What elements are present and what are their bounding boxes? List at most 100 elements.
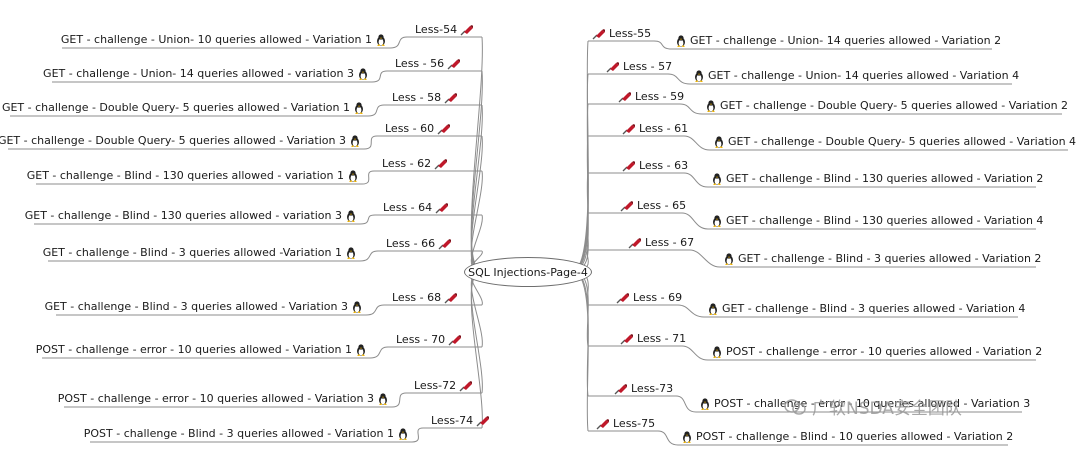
challenge-leaf-left-3[interactable]: GET - challenge - Double Query- 5 querie…	[2, 101, 364, 114]
wechat-icon	[784, 398, 806, 415]
challenge-leaf-left-8[interactable]: GET - challenge - Blind - 3 queries allo…	[45, 300, 362, 313]
linux-tux-icon	[346, 246, 356, 259]
lesson-label: Less - 71	[637, 332, 687, 345]
challenge-leaf-left-2[interactable]: GET - challenge - Union- 14 queries allo…	[43, 67, 368, 80]
challenge-label: GET - challenge - Blind - 3 queries allo…	[44, 300, 348, 313]
lesson-node-left-5[interactable]: Less - 62	[382, 157, 448, 170]
challenge-leaf-right-8[interactable]: GET - challenge - Blind - 3 queries allo…	[708, 302, 1025, 315]
lesson-node-right-5[interactable]: Less - 63	[622, 159, 688, 172]
challenge-label: POST - challenge - error - 10 queries al…	[57, 392, 374, 405]
central-topic-label: SQL Injections-Page-4	[468, 265, 588, 279]
lesson-node-left-2[interactable]: Less - 56	[395, 57, 461, 70]
linux-tux-icon	[682, 430, 692, 443]
challenge-leaf-left-5[interactable]: GET - challenge - Blind - 130 queries al…	[27, 169, 358, 182]
challenge-label: GET - challenge - Blind - 3 queries allo…	[738, 252, 1042, 265]
linux-tux-icon	[712, 345, 722, 358]
lesson-node-right-4[interactable]: Less - 61	[622, 122, 688, 135]
lesson-label: Less - 62	[382, 157, 432, 170]
challenge-leaf-right-11[interactable]: POST - challenge - Blind - 10 queries al…	[682, 430, 1013, 443]
watermark: 广软NSDA安全团队	[784, 394, 962, 419]
lesson-node-left-7[interactable]: Less - 66	[386, 237, 452, 250]
challenge-label: GET - challenge - Blind - 130 queries al…	[24, 209, 342, 222]
lesson-label: Less - 65	[637, 199, 687, 212]
lesson-node-left-6[interactable]: Less - 64	[383, 201, 449, 214]
challenge-leaf-right-7[interactable]: GET - challenge - Blind - 3 queries allo…	[724, 252, 1041, 265]
lesson-node-right-1[interactable]: Less-55	[592, 27, 651, 40]
challenge-label: GET - challenge - Union- 14 queries allo…	[43, 67, 354, 80]
watermark-text: 广软NSDA安全团队	[812, 399, 962, 419]
pin-icon	[438, 238, 452, 250]
lesson-label: Less - 57	[623, 60, 673, 73]
challenge-leaf-left-1[interactable]: GET - challenge - Union- 10 queries allo…	[61, 33, 386, 46]
lesson-label: Less - 56	[395, 57, 445, 70]
linux-tux-icon	[694, 69, 704, 82]
lesson-node-right-8[interactable]: Less - 69	[616, 291, 682, 304]
linux-tux-icon	[358, 67, 368, 80]
pin-icon	[447, 58, 461, 70]
lesson-node-left-11[interactable]: Less-74	[431, 414, 490, 427]
challenge-leaf-right-4[interactable]: GET - challenge - Double Query- 5 querie…	[714, 135, 1076, 148]
lesson-node-left-10[interactable]: Less-72	[414, 379, 473, 392]
lesson-node-right-11[interactable]: Less-75	[596, 417, 655, 430]
lesson-label: Less-54	[415, 23, 458, 36]
lesson-label: Less-75	[613, 417, 656, 430]
lesson-node-left-1[interactable]: Less-54	[415, 23, 474, 36]
lesson-node-right-3[interactable]: Less - 59	[618, 90, 684, 103]
challenge-leaf-right-1[interactable]: GET - challenge - Union- 14 queries allo…	[676, 34, 1001, 47]
lesson-label: Less - 68	[392, 291, 442, 304]
lesson-node-left-9[interactable]: Less - 70	[396, 333, 462, 346]
challenge-label: GET - challenge - Blind - 3 queries allo…	[722, 302, 1026, 315]
pin-icon	[596, 418, 610, 430]
lesson-label: Less - 58	[392, 91, 442, 104]
lesson-node-left-8[interactable]: Less - 68	[392, 291, 458, 304]
pin-icon	[460, 24, 474, 36]
pin-icon	[437, 123, 451, 135]
linux-tux-icon	[378, 392, 388, 405]
pin-icon	[606, 61, 620, 73]
lesson-node-left-3[interactable]: Less - 58	[392, 91, 458, 104]
linux-tux-icon	[376, 33, 386, 46]
challenge-leaf-right-3[interactable]: GET - challenge - Double Query- 5 querie…	[706, 99, 1068, 112]
lesson-node-left-4[interactable]: Less - 60	[385, 122, 451, 135]
challenge-leaf-right-2[interactable]: GET - challenge - Union- 14 queries allo…	[694, 69, 1019, 82]
lesson-label: Less-72	[414, 379, 457, 392]
challenge-label: GET - challenge - Blind - 3 queries allo…	[42, 246, 342, 259]
challenge-leaf-left-10[interactable]: POST - challenge - error - 10 queries al…	[58, 392, 388, 405]
pin-icon	[448, 334, 462, 346]
challenge-leaf-left-11[interactable]: POST - challenge - Blind - 3 queries all…	[84, 427, 408, 440]
challenge-leaf-left-4[interactable]: GET - challenge - Double Query- 5 querie…	[0, 134, 360, 147]
lesson-node-right-10[interactable]: Less-73	[614, 382, 673, 395]
challenge-leaf-right-9[interactable]: POST - challenge - error - 10 queries al…	[712, 345, 1042, 358]
pin-icon	[614, 383, 628, 395]
pin-icon	[434, 158, 448, 170]
linux-tux-icon	[398, 427, 408, 440]
linux-tux-icon	[354, 101, 364, 114]
challenge-leaf-right-5[interactable]: GET - challenge - Blind - 130 queries al…	[712, 172, 1043, 185]
pin-icon	[628, 237, 642, 249]
challenge-label: GET - challenge - Union- 10 queries allo…	[60, 33, 372, 46]
lesson-node-right-6[interactable]: Less - 65	[620, 199, 686, 212]
lesson-node-right-7[interactable]: Less - 67	[628, 236, 694, 249]
challenge-leaf-right-6[interactable]: GET - challenge - Blind - 130 queries al…	[712, 214, 1043, 227]
pin-icon	[444, 292, 458, 304]
challenge-label: GET - challenge - Union- 14 queries allo…	[708, 69, 1020, 82]
pin-icon	[444, 92, 458, 104]
pin-icon	[622, 123, 636, 135]
pin-icon	[616, 292, 630, 304]
lesson-node-right-9[interactable]: Less - 71	[620, 332, 686, 345]
linux-tux-icon	[350, 134, 360, 147]
challenge-label: POST - challenge - Blind - 10 queries al…	[696, 430, 1014, 443]
challenge-leaf-left-9[interactable]: POST - challenge - error - 10 queries al…	[36, 343, 366, 356]
central-topic[interactable]: SQL Injections-Page-4	[464, 257, 592, 287]
challenge-leaf-left-7[interactable]: GET - challenge - Blind - 3 queries allo…	[43, 246, 356, 259]
linux-tux-icon	[714, 135, 724, 148]
lesson-label: Less - 66	[386, 237, 436, 250]
challenge-label: POST - challenge - Blind - 3 queries all…	[83, 427, 394, 440]
lesson-node-right-2[interactable]: Less - 57	[606, 60, 672, 73]
lesson-label: Less - 67	[645, 236, 695, 249]
lesson-label: Less-73	[631, 382, 674, 395]
challenge-label: GET - challenge - Double Query- 5 querie…	[0, 134, 346, 147]
challenge-leaf-left-6[interactable]: GET - challenge - Blind - 130 queries al…	[25, 209, 356, 222]
lesson-label: Less - 70	[396, 333, 446, 346]
